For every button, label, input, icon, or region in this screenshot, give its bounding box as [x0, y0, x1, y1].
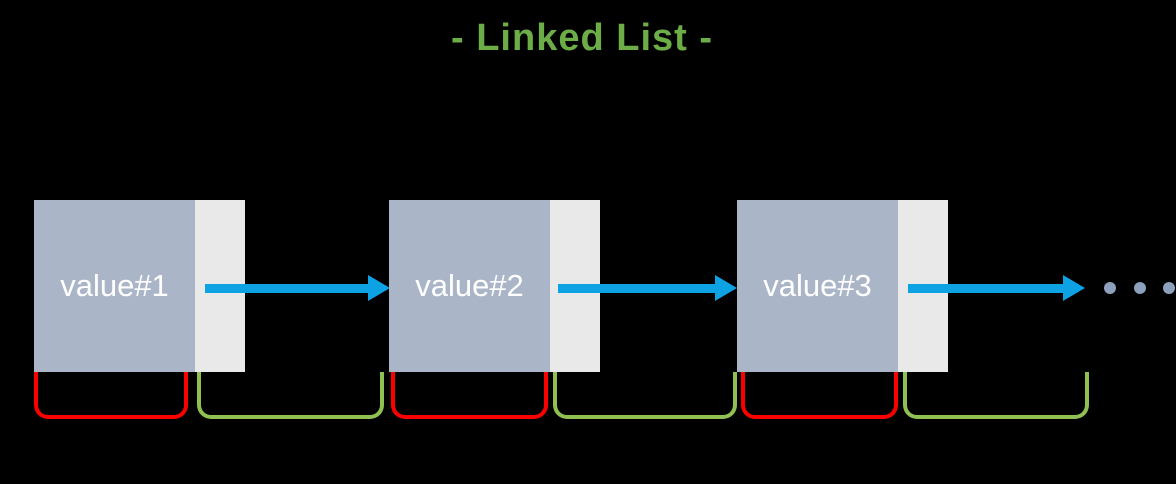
- arrowhead-icon: [715, 275, 737, 301]
- next-arrow-3: [908, 275, 1085, 301]
- pointer-bracket-1: [197, 372, 384, 419]
- value-bracket-2: [391, 372, 548, 419]
- ellipsis-dot: [1134, 282, 1146, 294]
- next-arrow-2: [558, 275, 737, 301]
- node-1-value-cell: value#1: [34, 200, 195, 372]
- pointer-bracket-3: [903, 372, 1089, 419]
- node-1-value-label: value#1: [60, 268, 169, 303]
- arrow-shaft: [558, 284, 719, 293]
- next-arrow-1: [205, 275, 390, 301]
- arrowhead-icon: [368, 275, 390, 301]
- arrow-shaft: [205, 284, 372, 293]
- ellipsis-dot: [1163, 282, 1175, 294]
- node-2-value-label: value#2: [415, 268, 524, 303]
- arrow-shaft: [908, 284, 1067, 293]
- node-3-value-label: value#3: [763, 268, 872, 303]
- value-bracket-3: [741, 372, 898, 419]
- diagram-title: - Linked List -: [451, 17, 713, 59]
- node-2-value-cell: value#2: [389, 200, 550, 372]
- arrowhead-icon: [1063, 275, 1085, 301]
- value-bracket-1: [34, 372, 188, 419]
- node-3-value-cell: value#3: [737, 200, 898, 372]
- pointer-bracket-2: [553, 372, 737, 419]
- ellipsis-dot: [1104, 282, 1116, 294]
